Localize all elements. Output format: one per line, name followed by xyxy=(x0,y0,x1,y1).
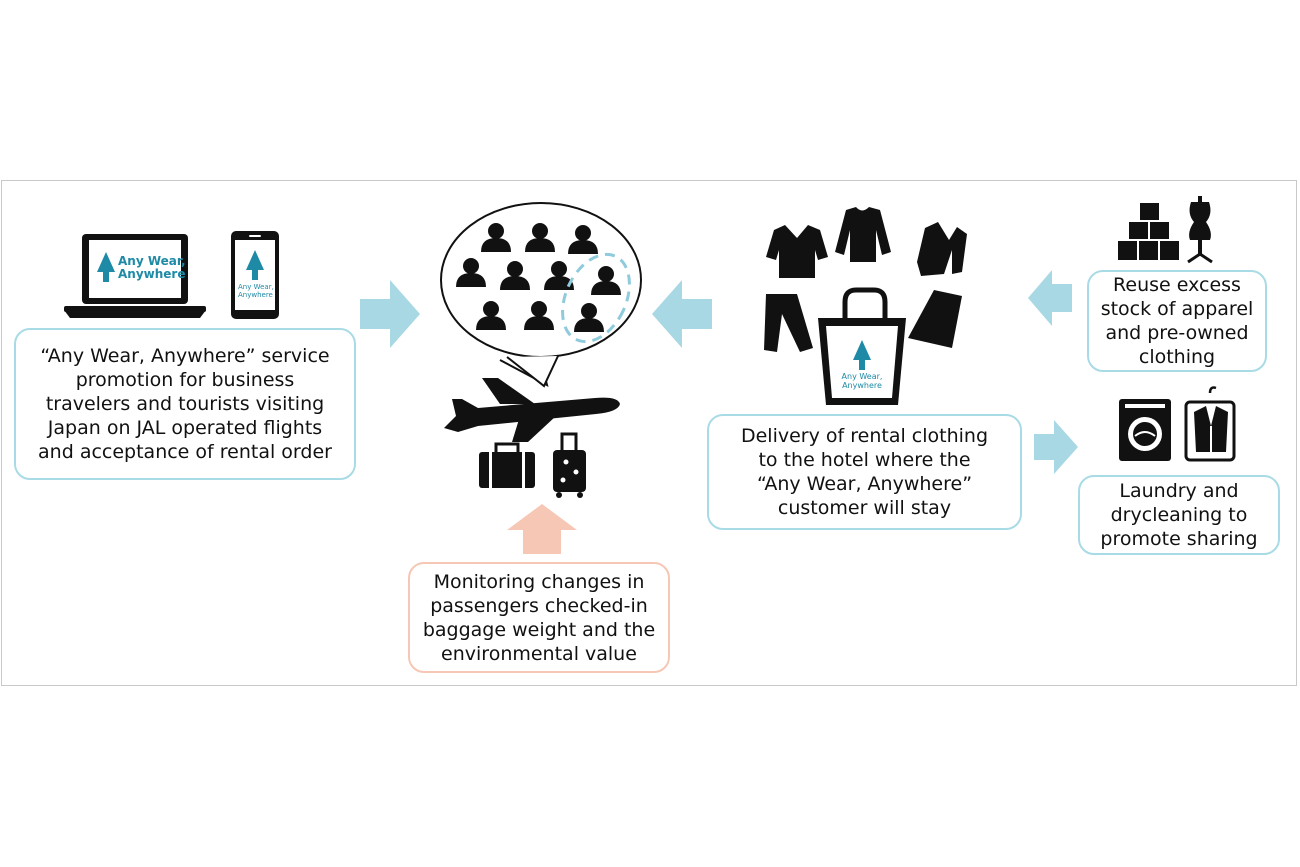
arrow-right-small-icon xyxy=(1034,420,1078,474)
delivery-text: Delivery of rental clothing to the hotel… xyxy=(741,424,988,520)
promotion-line: “Any Wear, Anywhere” service xyxy=(40,345,330,367)
reuse-line: Reuse excess xyxy=(1113,274,1241,296)
logo-line-1: Any Wear, xyxy=(118,254,186,268)
monitoring-line: Monitoring changes in xyxy=(433,570,645,593)
diagram-frame xyxy=(1,180,1297,686)
shirt-icon xyxy=(766,225,828,278)
laundry-box: Laundry and drycleaning to promote shari… xyxy=(1078,475,1280,555)
arrow-up-icon xyxy=(507,504,577,554)
mannequin-icon xyxy=(1187,196,1213,264)
delivery-line: to the hotel where the xyxy=(758,449,971,471)
logo-line-2: Anywhere xyxy=(118,267,186,281)
jacket-icon xyxy=(917,222,967,276)
logo-line-1: Any Wear, xyxy=(238,283,274,291)
arrow-right-icon xyxy=(360,280,420,348)
arrow-left-small-icon xyxy=(1028,270,1072,326)
bag-logo-text: Any Wear, Anywhere xyxy=(838,372,886,390)
laundry-line: promote sharing xyxy=(1100,528,1258,550)
promotion-line: Japan on JAL operated flights xyxy=(47,417,323,439)
dashed-highlight-icon xyxy=(561,252,631,344)
delivery-line: “Any Wear, Anywhere” xyxy=(756,473,973,495)
promotion-line: and acceptance of rental order xyxy=(38,441,332,463)
rolling-luggage-icon xyxy=(553,432,586,498)
delivery-line: Delivery of rental clothing xyxy=(740,425,989,447)
sweater-icon xyxy=(835,207,891,262)
reuse-box: Reuse excess stock of apparel and pre-ow… xyxy=(1087,270,1267,372)
airplane-icon xyxy=(444,378,620,442)
promotion-text: “Any Wear, Anywhere” service promotion f… xyxy=(38,344,332,464)
suitcase-icon xyxy=(479,442,535,488)
reuse-line: and pre-owned xyxy=(1105,322,1249,344)
arrow-left-icon xyxy=(652,280,712,348)
laundry-line: drycleaning to xyxy=(1110,504,1248,526)
reuse-line: stock of apparel xyxy=(1100,298,1254,320)
boxes-stack-icon xyxy=(1118,203,1179,260)
phone-logo-text: Any Wear, Anywhere xyxy=(238,283,274,299)
delivery-box: Delivery of rental clothing to the hotel… xyxy=(707,414,1022,530)
monitoring-line: passengers checked-in xyxy=(430,594,648,617)
promotion-line: travelers and tourists visiting xyxy=(45,393,325,415)
monitoring-box: Monitoring changes in passengers checked… xyxy=(408,562,670,673)
promotion-box: “Any Wear, Anywhere” service promotion f… xyxy=(14,328,356,480)
drycleaning-jacket-icon xyxy=(1184,386,1236,462)
logo-line-2: Anywhere xyxy=(842,381,882,390)
promotion-line: promotion for business xyxy=(75,369,295,391)
monitoring-text: Monitoring changes in passengers checked… xyxy=(423,570,655,666)
skirt-icon xyxy=(908,290,962,348)
logo-line-1: Any Wear, xyxy=(841,372,883,381)
delivery-line: customer will stay xyxy=(777,497,952,519)
reuse-line: clothing xyxy=(1138,346,1216,368)
logo-line-2: Anywhere xyxy=(238,291,273,299)
laundry-line: Laundry and xyxy=(1119,480,1239,502)
trousers-icon xyxy=(764,294,813,352)
monitoring-line: baggage weight and the xyxy=(422,618,656,641)
reuse-text: Reuse excess stock of apparel and pre-ow… xyxy=(1101,273,1254,369)
monitoring-line: environmental value xyxy=(441,642,637,665)
laundry-text: Laundry and drycleaning to promote shari… xyxy=(1100,479,1257,551)
washing-machine-icon xyxy=(1119,399,1171,461)
laptop-icon xyxy=(64,234,206,318)
laptop-logo-text: Any Wear, Anywhere xyxy=(118,255,186,281)
